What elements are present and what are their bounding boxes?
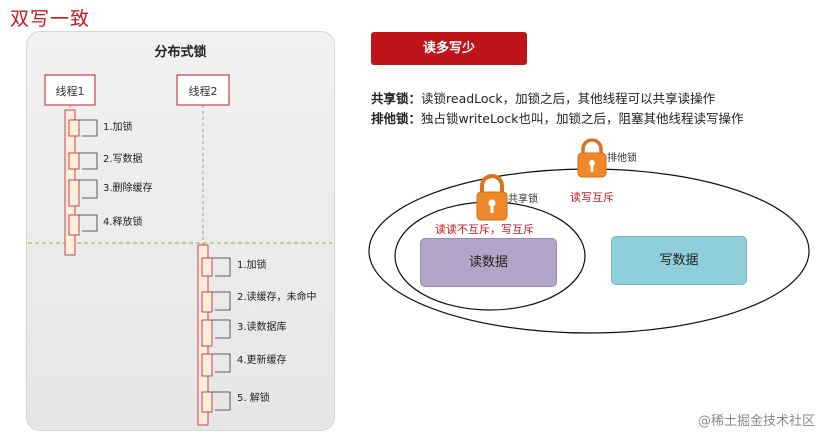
shared-lock-description: 共享锁：读锁readLock，加锁之后，其他线程可以共享读操作 <box>371 88 715 107</box>
shared-lock-term: 共享锁： <box>371 91 422 106</box>
thread2-step-2: 2.读缓存，未命中 <box>237 290 317 303</box>
exclusive-lock-label: 排他锁 <box>607 153 637 164</box>
shared-lock-text: 读锁readLock，加锁之后，其他线程可以共享读操作 <box>421 91 716 106</box>
thread1-step-1: 1.加锁 <box>103 120 133 133</box>
thread2-box <box>176 74 230 106</box>
write-data-box: 写数据 <box>611 236 747 285</box>
thread2-step-5: 5. 解锁 <box>237 391 270 404</box>
thread2-step-1: 1.加锁 <box>237 258 267 271</box>
thread1-step-marks <box>68 119 98 236</box>
thread2-step-marks <box>201 257 231 413</box>
thread1-step-2: 2.写数据 <box>103 152 143 165</box>
exclusive-lock-text: 独占锁writeLock也叫，加锁之后，阻塞其他线程读写操作 <box>421 111 744 126</box>
read-data-box: 读数据 <box>420 238 557 287</box>
read-more-write-less-badge: 读多写少 <box>371 32 527 65</box>
thread1-box <box>44 74 96 106</box>
diagram-title: 分布式锁 <box>154 45 207 60</box>
thread1-step-4: 4.释放锁 <box>103 215 143 228</box>
thread1-step-3: 3.删除缓存 <box>103 181 153 194</box>
thread1-label: 线程1 <box>56 84 85 98</box>
read-not-mutex-label: 读读不互斥，写互斥 <box>435 223 534 236</box>
page-title: 双写一致 <box>10 8 91 30</box>
thread2-label: 线程2 <box>189 84 218 98</box>
thread2-step-4: 4.更新缓存 <box>237 353 287 366</box>
shared-lock-label: 共享锁 <box>508 194 538 205</box>
watermark: @稀土掘金技术社区 <box>697 414 815 429</box>
exclusive-lock-term: 排他锁： <box>371 111 422 126</box>
read-write-mutex-label: 读写互斥 <box>570 191 614 204</box>
thread2-step-3: 3.读数据库 <box>237 320 287 333</box>
shared-lock-icon <box>476 174 508 221</box>
exclusive-lock-icon <box>577 138 607 178</box>
exclusive-lock-description: 排他锁：独占锁writeLock也叫，加锁之后，阻塞其他线程读写操作 <box>371 108 743 127</box>
